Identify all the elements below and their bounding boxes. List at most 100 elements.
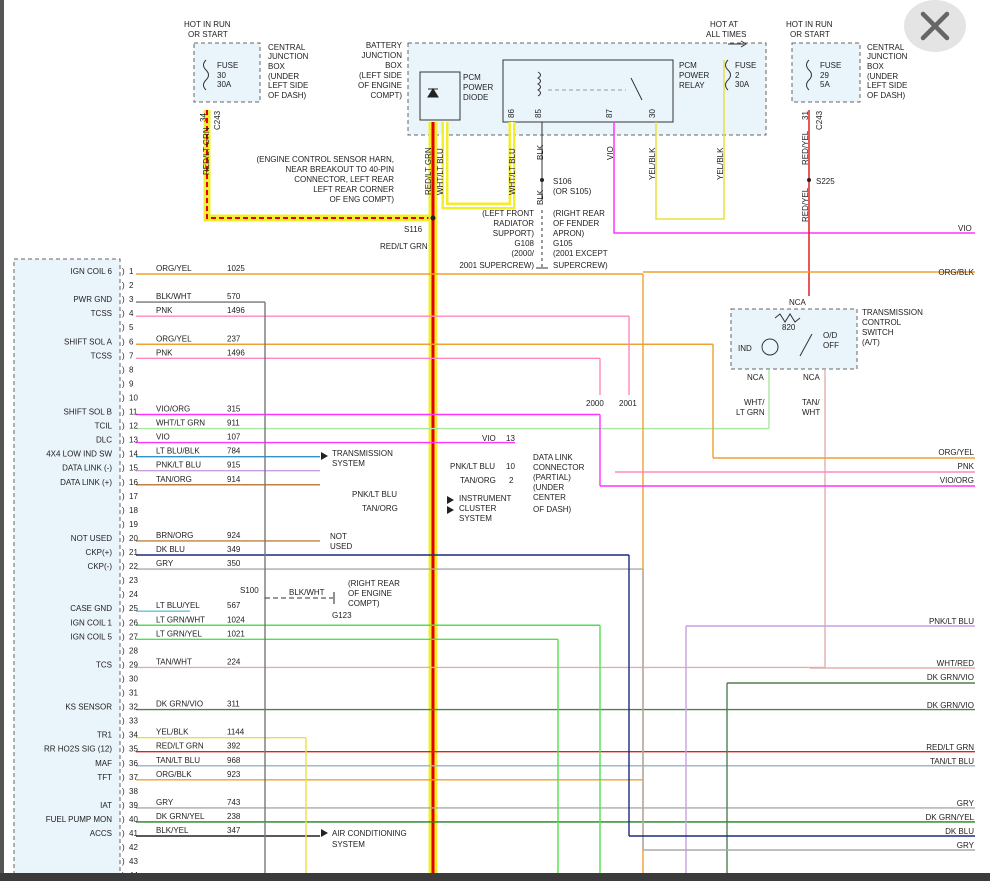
pin-bracket: ) (122, 689, 125, 698)
circuit-number: 570 (227, 292, 241, 301)
pin-bracket: ) (122, 815, 125, 824)
connector-row: 10) (122, 393, 138, 402)
svg-text:OF ENGINE: OF ENGINE (358, 81, 402, 90)
svg-text:VIO/ORG: VIO/ORG (940, 476, 974, 485)
pin-bracket: ) (122, 506, 125, 515)
close-button[interactable] (904, 0, 966, 52)
pin-number: 25 (129, 604, 138, 613)
pin-number: 8 (129, 365, 134, 374)
circuit-number: 311 (227, 700, 240, 709)
red-lt-grn-label: RED/LT GRN (380, 242, 428, 251)
svg-text:DK GRN/VIO: DK GRN/VIO (927, 673, 974, 682)
svg-text:DK GRN/YEL: DK GRN/YEL (926, 813, 975, 822)
svg-text:PNK/LT BLU: PNK/LT BLU (352, 490, 397, 499)
wire-color-label: BLK/YEL (156, 826, 189, 835)
relay-coil-symbol (537, 71, 541, 97)
fuse-29-label: FUSE 29 5A (820, 61, 841, 89)
air-conditioning-label: AIR CONDITIONING SYSTEM (332, 829, 407, 849)
pin-number: 19 (129, 520, 138, 529)
pin-bracket: ) (122, 422, 125, 431)
svg-text:S106: S106 (553, 177, 572, 186)
pin-function-label: SHIFT SOL A (64, 337, 113, 346)
pin-function-label: CKP(+) (86, 548, 113, 557)
svg-text:C243: C243 (213, 110, 222, 130)
svg-text:CENTRAL: CENTRAL (867, 43, 905, 52)
connector-row: 42) (122, 843, 138, 852)
pin-bracket: ) (122, 703, 125, 712)
pin-bracket: ) (122, 604, 125, 613)
connector-row: 17) (122, 492, 138, 501)
pin-bracket: ) (122, 787, 125, 796)
connector-row: 43) (122, 857, 138, 866)
svg-text:(PARTIAL): (PARTIAL) (533, 473, 571, 482)
svg-text:INSTRUMENT: INSTRUMENT (459, 494, 512, 503)
connector-row: 24) (122, 590, 138, 599)
svg-text:LT GRN: LT GRN (736, 408, 765, 417)
pin-function-label: MAF (95, 759, 112, 768)
pin-number: 16 (129, 478, 138, 487)
pin-number: 27 (129, 632, 138, 641)
svg-text:2001 SUPERCREW): 2001 SUPERCREW) (459, 261, 534, 270)
pin-number: 34 (129, 731, 138, 740)
circuit-number: 923 (227, 770, 241, 779)
wire-color-label: PNK/LT BLU (156, 461, 201, 470)
pin-function-label: NOT USED (71, 534, 112, 543)
wire-color-label: VIO/ORG (156, 405, 190, 414)
resistor-symbol (774, 313, 801, 323)
ind-label: IND (738, 344, 752, 353)
svg-text:RED/YEL: RED/YEL (801, 187, 810, 222)
circuit-number: 224 (227, 657, 241, 666)
circuit-number: 1144 (227, 728, 245, 737)
svg-text:BOX: BOX (268, 62, 286, 71)
svg-text:(RIGHT REAR: (RIGHT REAR (553, 209, 605, 218)
circuit-number: 1496 (227, 306, 245, 315)
svg-text:29: 29 (820, 71, 829, 80)
fuse-2-symbol (725, 59, 731, 91)
svg-text:TAN/LT BLU: TAN/LT BLU (930, 757, 974, 766)
svg-text:(UNDER: (UNDER (268, 72, 299, 81)
svg-text:OF DASH): OF DASH) (268, 91, 307, 100)
svg-text:2: 2 (735, 71, 740, 80)
fuse-29-box (791, 42, 861, 103)
svg-text:(UNDER: (UNDER (533, 483, 564, 492)
pin-bracket: ) (122, 492, 125, 501)
central-junction-box-left-label: CENTRAL JUNCTION BOX (UNDER LEFT SIDE OF… (268, 43, 309, 100)
transmission-system-label: TRANSMISSION SYSTEM (332, 449, 393, 468)
pin-number: 22 (129, 562, 138, 571)
pin-function-label: IGN COIL 5 (71, 632, 113, 641)
svg-text:USED: USED (330, 542, 352, 551)
svg-text:POWER: POWER (463, 83, 493, 92)
nca-top-label: NCA (789, 298, 807, 307)
svg-text:5A: 5A (820, 80, 830, 89)
svg-text:DATA LINK: DATA LINK (533, 453, 573, 462)
pin-bracket: ) (122, 618, 125, 627)
svg-text:13: 13 (506, 434, 515, 443)
pin-number: 9 (129, 379, 134, 388)
wire-color-label: PNK (156, 306, 173, 315)
pin-number: 37 (129, 773, 138, 782)
arrow-icon (740, 40, 747, 48)
svg-text:BOX: BOX (385, 61, 403, 70)
pin-function-label: CKP(-) (88, 562, 113, 571)
svg-text:OF FENDER: OF FENDER (553, 219, 599, 228)
svg-text:VIO: VIO (482, 434, 496, 443)
bottom-scroll-bar[interactable] (0, 873, 990, 881)
circuit-number: 350 (227, 559, 241, 568)
svg-text:GRY: GRY (957, 841, 975, 850)
svg-text:WHT/RED: WHT/RED (937, 659, 975, 668)
connector-row: 30) (122, 674, 138, 683)
pin-number: 42 (129, 843, 138, 852)
